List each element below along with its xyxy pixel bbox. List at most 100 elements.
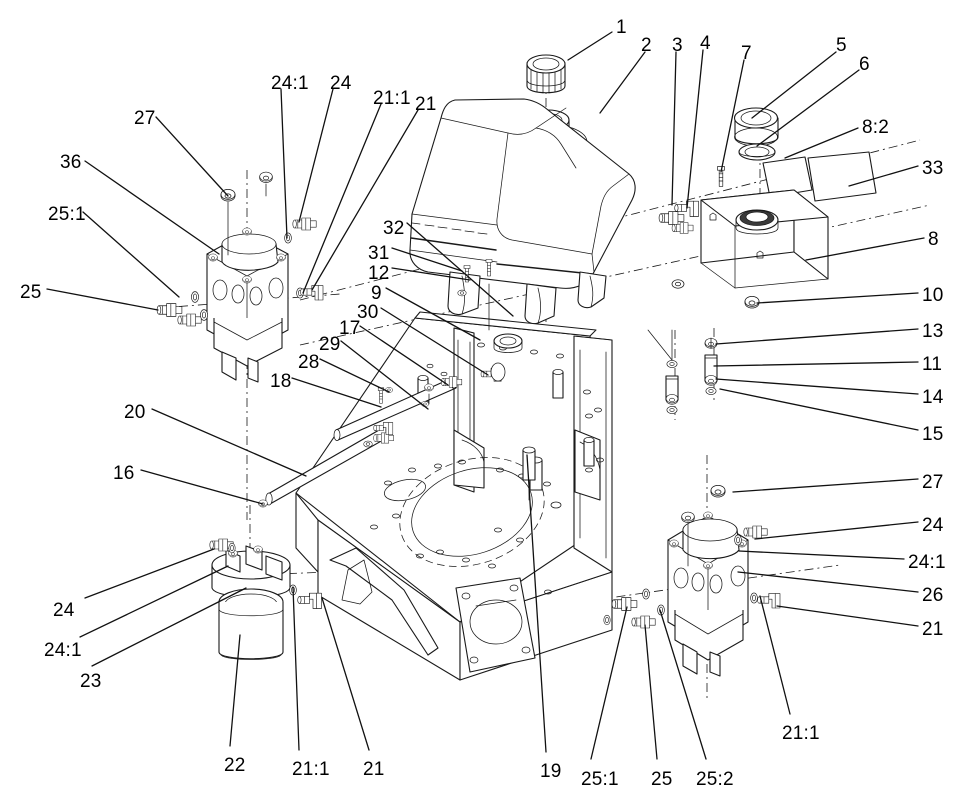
reservoir-decal-33 xyxy=(807,151,877,202)
callout-number-21-1: 21:1 xyxy=(292,759,330,780)
leader-line-24 xyxy=(298,88,334,223)
leader-line-24-1 xyxy=(79,565,229,638)
callout-number-31: 31 xyxy=(368,243,390,264)
pump-assembly-upper-left xyxy=(156,171,324,383)
callout-number-24: 24 xyxy=(53,600,75,621)
hydraulic-oil-reservoir-assembly xyxy=(700,107,877,289)
leader-line-14 xyxy=(715,378,919,395)
leader-line-8-2 xyxy=(784,127,859,159)
leader-line-6 xyxy=(756,69,860,147)
leader-line-27 xyxy=(732,478,919,493)
leader-line-31 xyxy=(391,247,463,272)
reservoir-tank-box xyxy=(700,189,829,289)
leader-line-30 xyxy=(380,307,489,376)
callout-number-4: 4 xyxy=(700,33,711,54)
leader-line-23 xyxy=(91,587,247,667)
callout-number-21-1: 21:1 xyxy=(373,88,411,109)
callout-number-30: 30 xyxy=(357,302,379,323)
callout-number-8-2: 8:2 xyxy=(862,117,890,138)
leader-line-4 xyxy=(686,49,704,209)
callout-number-27: 27 xyxy=(922,472,944,493)
callout-number-25-1: 25:1 xyxy=(48,204,86,225)
tube-fittings-cluster-right xyxy=(441,362,506,388)
callout-number-29: 29 xyxy=(319,334,341,355)
leader-line-26 xyxy=(737,571,919,593)
leader-line-24 xyxy=(84,548,215,599)
leader-line-18 xyxy=(291,377,382,408)
leader-line-1 xyxy=(567,31,613,61)
pump-assembly-lower-right xyxy=(603,485,781,677)
callout-number-19: 19 xyxy=(540,761,562,782)
callout-number-21: 21 xyxy=(415,94,437,115)
leader-line-11 xyxy=(713,361,919,367)
callout-number-24: 24 xyxy=(922,515,944,536)
callout-number-10: 10 xyxy=(922,285,944,306)
callout-number-27: 27 xyxy=(134,108,156,129)
callout-number-6: 6 xyxy=(859,54,870,75)
leader-line-9 xyxy=(385,287,481,341)
callout-number-17: 17 xyxy=(339,318,361,339)
callout-number-23: 23 xyxy=(80,671,102,692)
callout-number-32: 32 xyxy=(383,218,405,239)
leader-line-19 xyxy=(526,454,547,753)
fastener-stack-left xyxy=(647,329,679,414)
leader-line-36 xyxy=(84,160,220,255)
callout-number-5: 5 xyxy=(836,35,847,56)
leader-line-12 xyxy=(391,267,471,281)
callout-number-12: 12 xyxy=(368,263,390,284)
callout-number-2: 2 xyxy=(641,35,652,56)
callout-number-11: 11 xyxy=(922,354,943,375)
leader-line-21-1 xyxy=(292,586,300,751)
callout-number-24-1: 24:1 xyxy=(271,73,309,94)
callout-number-26: 26 xyxy=(922,585,944,606)
leader-line-25-2 xyxy=(659,609,707,760)
reservoir-washer-under xyxy=(671,279,685,289)
leader-line-32 xyxy=(406,222,514,317)
leader-line-29 xyxy=(340,340,429,410)
reservoir-decal-8-2 xyxy=(762,156,813,198)
leader-line-2 xyxy=(599,51,646,114)
callout-number-25: 25 xyxy=(20,282,42,303)
callout-number-13: 13 xyxy=(922,321,944,342)
callout-number-9: 9 xyxy=(371,283,382,304)
leader-line-24-1 xyxy=(280,88,288,239)
reservoir-nut-10 xyxy=(744,296,760,309)
callout-number-28: 28 xyxy=(298,352,320,373)
callout-number-25: 25 xyxy=(651,769,673,790)
leader-line-24 xyxy=(754,521,919,540)
callout-number-21: 21 xyxy=(922,619,944,640)
callout-number-1: 1 xyxy=(616,17,627,38)
callout-number-25-2: 25:2 xyxy=(696,769,734,790)
fastener-stack-right xyxy=(704,337,718,395)
callout-number-16: 16 xyxy=(113,463,135,484)
callout-number-21: 21 xyxy=(363,759,385,780)
leader-line-10 xyxy=(756,292,919,304)
callout-number-7: 7 xyxy=(741,43,752,64)
callout-number-22: 22 xyxy=(224,755,246,776)
leader-line-25-1 xyxy=(82,211,180,298)
leader-line-21-1 xyxy=(302,103,382,294)
callout-number-24-1: 24:1 xyxy=(44,640,82,661)
callout-number-3: 3 xyxy=(672,35,683,56)
leader-line-22 xyxy=(229,634,241,747)
leader-line-25-1 xyxy=(590,606,628,760)
leader-line-7 xyxy=(720,59,745,173)
callout-leader-lines xyxy=(46,31,925,760)
leader-line-5 xyxy=(751,51,837,119)
leader-line-15 xyxy=(719,388,919,431)
leader-line-20 xyxy=(151,408,307,477)
leader-line-17 xyxy=(359,325,449,386)
fuel-tank-assembly xyxy=(409,54,636,325)
leader-line-8 xyxy=(805,237,925,261)
tube-fittings-cluster-left xyxy=(363,383,434,448)
reservoir-cap-gasket xyxy=(738,143,776,161)
leader-line-24-1 xyxy=(738,550,905,560)
leader-line-16 xyxy=(140,469,264,505)
leader-line-27 xyxy=(155,116,229,197)
reservoir-cap-ring xyxy=(733,107,779,147)
leader-line-21 xyxy=(321,597,370,751)
leader-line-3 xyxy=(671,51,677,206)
leader-line-25 xyxy=(46,288,159,311)
